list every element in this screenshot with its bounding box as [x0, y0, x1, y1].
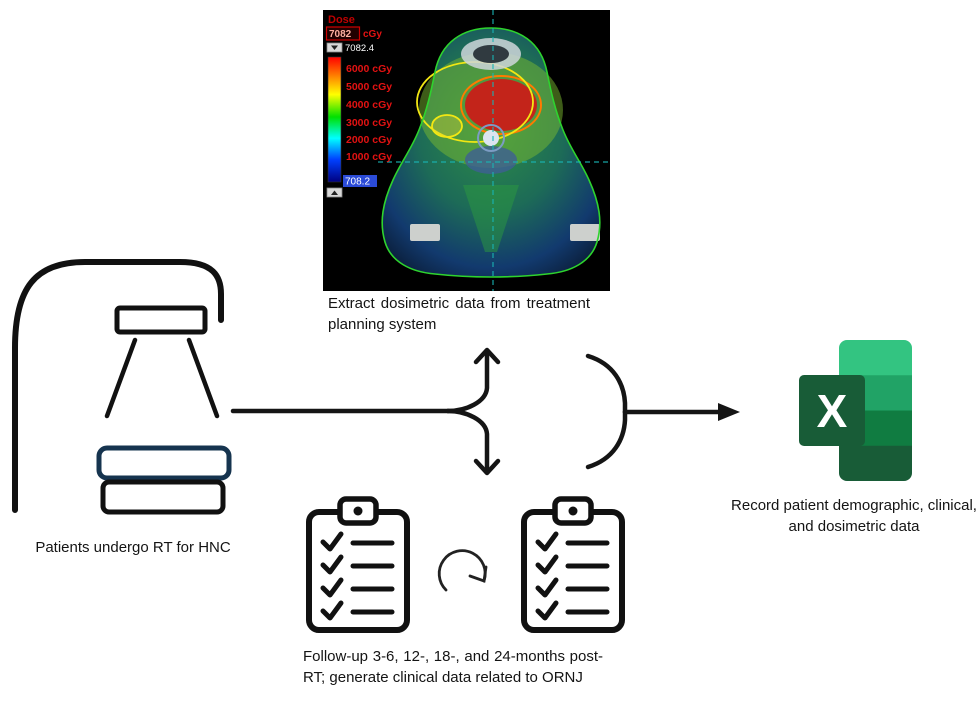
flow-branch-down — [445, 408, 490, 475]
followup-caption: Follow-up 3-6, 12-, 18-, and 24-months p… — [303, 648, 603, 687]
cycle-arrow-icon — [437, 549, 488, 592]
linac-gantry-arm — [12, 259, 224, 513]
dose-legend-title: Dose — [328, 14, 355, 26]
max-dose-box-value: 7082 — [329, 29, 352, 40]
dose-tick: 4000 cGy — [346, 99, 392, 111]
couch-support-left — [410, 224, 440, 241]
dose-tick: 2000 cGy — [346, 134, 392, 146]
max-dose-box[interactable] — [325, 26, 361, 41]
clipboard-icon — [521, 496, 625, 633]
dose-tick: 5000 cGy — [346, 81, 392, 93]
ct-body-section — [378, 10, 610, 291]
dose-legend: Dose 7082 cGy 7082.4 6000 cGy 5000 cGy 4… — [325, 14, 392, 198]
beam-line-right — [186, 337, 220, 419]
linac-treatment-head — [114, 305, 208, 335]
legend-spinner-top-icon[interactable] — [326, 42, 343, 53]
excel-caption: Record patient demographic, clinical, an… — [731, 497, 977, 536]
max-dose-unit: cGy — [363, 29, 382, 40]
high-dose-region — [465, 79, 537, 131]
linac-caption: Patients undergo RT for HNC — [35, 539, 231, 556]
arrowhead-up-icon — [473, 347, 501, 365]
excel-letter: X — [817, 385, 848, 437]
tps-dose-image: Dose 7082 cGy 7082.4 6000 cGy 5000 cGy 4… — [323, 10, 610, 291]
min-dose-value: 708.2 — [345, 177, 370, 188]
treatment-couch-base — [100, 479, 226, 515]
excel-x-square — [799, 375, 865, 446]
arrowhead-down-icon — [473, 458, 501, 476]
dose-tick: 3000 cGy — [346, 117, 392, 129]
couch-support-right — [570, 224, 600, 241]
max-dose-precise: 7082.4 — [345, 43, 374, 54]
excel-icon: X — [799, 340, 912, 481]
min-dose-highlight — [343, 175, 377, 187]
dose-colorbar — [327, 56, 342, 183]
clipboard-icon — [306, 496, 410, 633]
flow-merge-bottom — [585, 409, 628, 470]
external-body-contour — [381, 27, 601, 278]
legend-spinner-bottom-icon[interactable] — [326, 187, 343, 198]
treatment-couch-top — [96, 445, 232, 481]
dose-tick-labels: 6000 cGy 5000 cGy 4000 cGy 3000 cGy 2000… — [346, 63, 392, 163]
dose-tick: 1000 cGy — [346, 151, 392, 163]
flow-branch-up — [445, 349, 490, 414]
arrowhead-right-icon — [718, 403, 740, 421]
beam-line-left — [104, 337, 138, 419]
tps-caption: Extract dosimetric data from treatment p… — [328, 295, 590, 334]
linac-icon — [12, 259, 232, 515]
dose-tick: 6000 cGy — [346, 63, 392, 75]
flow-merge-top — [585, 353, 628, 415]
